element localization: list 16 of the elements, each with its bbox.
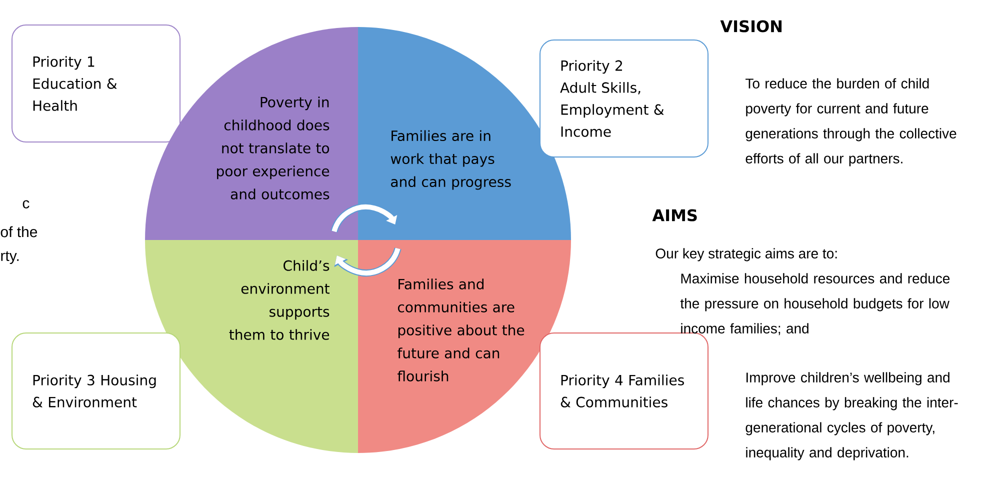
cut-off-text: c xyxy=(22,200,30,208)
quadrant-sector: Poverty in childhood does not translate to poor experience and outcomes xyxy=(145,27,358,240)
curved-arrow xyxy=(330,204,398,233)
aims-text: Our key strategic aims are to: xyxy=(656,248,837,262)
aims-text: Improve children’s wellbeing and life chances by breaking the inter-generational cycles of poverty, inequality and deprivation. xyxy=(746,372,958,460)
priority-box: Priority 3 Housing & Environment xyxy=(12,332,180,450)
priority-box: Priority 1 Education & Health xyxy=(12,24,180,142)
priority-box: Priority 4 Families & Communities xyxy=(540,332,708,450)
cut-off-text: of the xyxy=(0,226,38,238)
heading: AIMS xyxy=(652,209,697,222)
heading: VISION xyxy=(720,20,782,32)
vision-text: To reduce the burden of child poverty for current and future generations through the collective efforts of all our partners. xyxy=(746,78,956,166)
curved-arrow xyxy=(334,247,402,276)
aims-text: Maximise household resources and reduce the pressure on household budgets for low income families; and xyxy=(680,273,950,336)
priority-box: Priority 2 Adult Skills, Employment & Income xyxy=(540,40,708,158)
cut-off-text: rty. xyxy=(1,251,19,264)
